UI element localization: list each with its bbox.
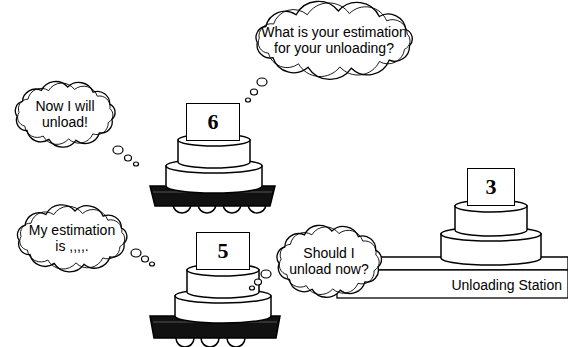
robot-base [150, 316, 280, 338]
trail-bubble [255, 279, 262, 285]
cylinder-tier [166, 166, 262, 193]
trail-bubble [131, 249, 141, 257]
wheel [173, 195, 191, 213]
cylinder-top [175, 289, 271, 303]
cloud-line [258, 3, 410, 77]
robot-base [150, 186, 275, 206]
trail-bubble [125, 155, 132, 161]
thought-text: Should I unload now? [286, 245, 372, 277]
wheel [198, 195, 216, 213]
thought-text: Now I will unload! [25, 98, 105, 130]
cylinder-tier [175, 296, 271, 323]
trail-bubble [257, 78, 267, 86]
wheel [223, 195, 241, 213]
trail-bubble [250, 286, 255, 290]
wheel [248, 195, 266, 213]
thought-cloud: My estimation is ,,,,. [10, 202, 134, 274]
wheel [227, 329, 245, 347]
callout-number: 6 [208, 109, 219, 135]
thought-cloud: Now I will unload! [8, 78, 122, 150]
cylinder-top [166, 159, 262, 173]
thought-cloud: What is your estimation for your unloadi… [248, 2, 420, 78]
cloud-line [17, 205, 126, 272]
station-label: Unloading Station [451, 277, 562, 293]
cylinder-tier [455, 206, 527, 236]
number-box: 5 [196, 232, 250, 270]
trail-bubble [113, 146, 123, 154]
cylinder-tier [187, 270, 259, 298]
cylinder-tier [178, 140, 250, 168]
trail-bubble [134, 162, 139, 166]
cloud-text-area: My estimation is ,,,,. [10, 202, 134, 274]
station [441, 200, 541, 265]
number-box: 3 [467, 168, 515, 206]
trail-bubble [246, 98, 251, 102]
wheel [201, 329, 219, 347]
trail-bubble [251, 89, 258, 95]
trail-bubble [142, 256, 149, 262]
robot [150, 134, 275, 213]
thought-trail [113, 78, 271, 290]
trail-bubble [150, 262, 155, 266]
cloud-line [256, 1, 412, 79]
wheel [176, 329, 194, 347]
cloud-text-area: Should I unload now? [270, 222, 388, 300]
trail-bubble [261, 270, 271, 278]
thought-cloud: Should I unload now? [270, 222, 388, 300]
cloud-text-area: What is your estimation for your unloadi… [248, 2, 420, 78]
base-highlight [153, 322, 277, 323]
cloud-line [15, 82, 115, 148]
cloud-line [277, 225, 381, 297]
cloud-line [279, 227, 379, 295]
cloud-text-area: Now I will unload! [8, 78, 122, 150]
cylinder-top [441, 227, 541, 241]
callout-number: 3 [486, 174, 497, 200]
number-box: 6 [186, 103, 240, 141]
callout-number: 5 [218, 238, 229, 264]
thought-text: My estimation is ,,,,. [24, 222, 120, 254]
cloud-line [18, 83, 113, 144]
cloud-line [20, 206, 125, 269]
robot [150, 264, 280, 347]
base-highlight [153, 192, 272, 193]
thought-text: What is your estimation for your unloadi… [259, 24, 409, 56]
